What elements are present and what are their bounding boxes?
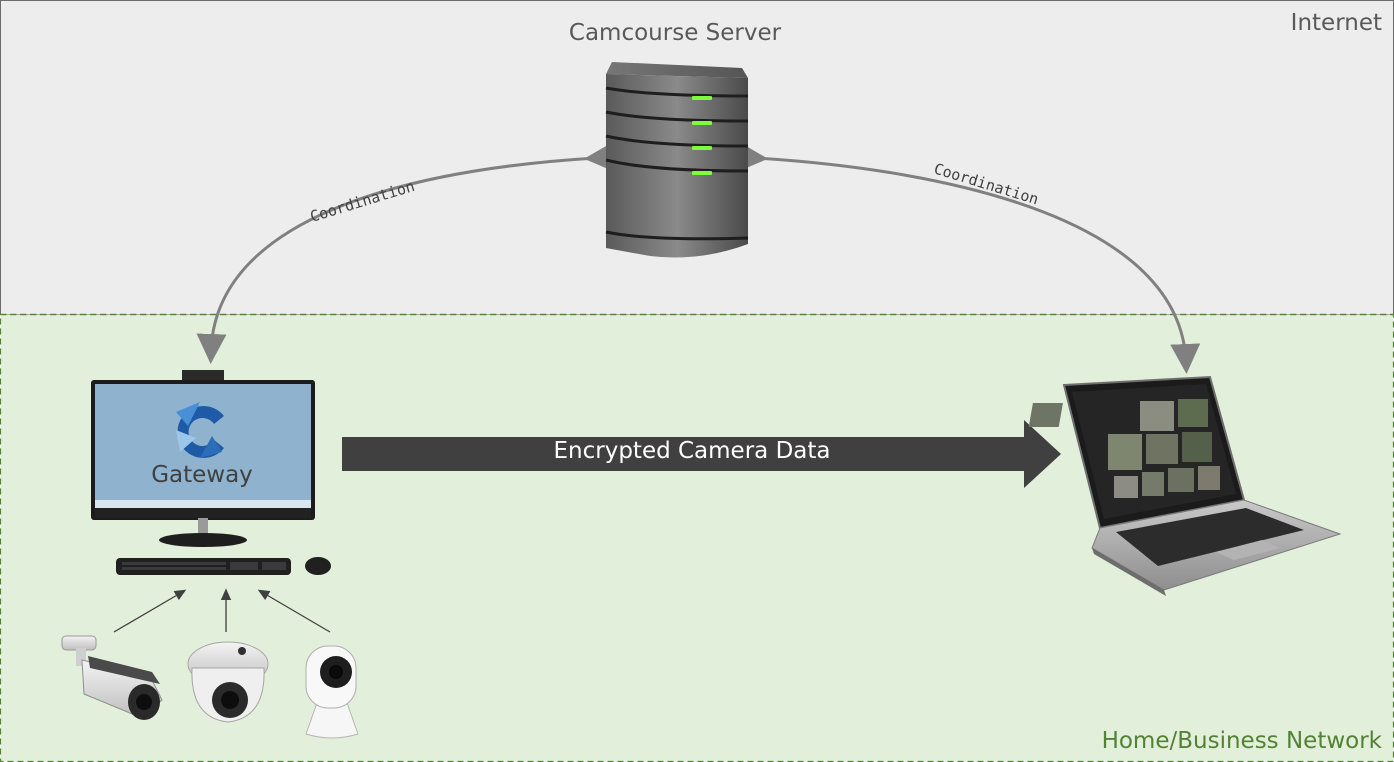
server-icon [605,62,749,258]
monitor-screen [95,384,311,500]
bullet-camera-icon [61,635,163,720]
monitor-base [159,533,247,547]
indoor-camera-icon [305,645,359,739]
laptop-camera-feeds [1028,399,1220,498]
internet-zone-label: Internet [1290,10,1382,36]
encrypted-data-label: Encrypted Camera Data [553,438,831,464]
gateway-logo-icon [176,402,224,458]
monitor-neck [198,518,208,538]
camera3-arrow [257,589,331,633]
camera1-arrow [113,589,187,633]
taskbar [95,500,311,508]
dome-camera-icon [187,641,269,723]
server-label: Camcourse Server [568,20,782,46]
mouse [305,557,331,575]
webcam [182,370,224,382]
right-coordination-arrow [737,141,1201,374]
laptop-icon [1028,375,1342,596]
gateway-label: Gateway [151,462,253,488]
gateway-computer [91,370,331,575]
left-coordination-arrow [196,141,615,364]
encrypted-data-arrow [342,420,1061,488]
home-network-zone-label: Home/Business Network [1101,728,1382,754]
